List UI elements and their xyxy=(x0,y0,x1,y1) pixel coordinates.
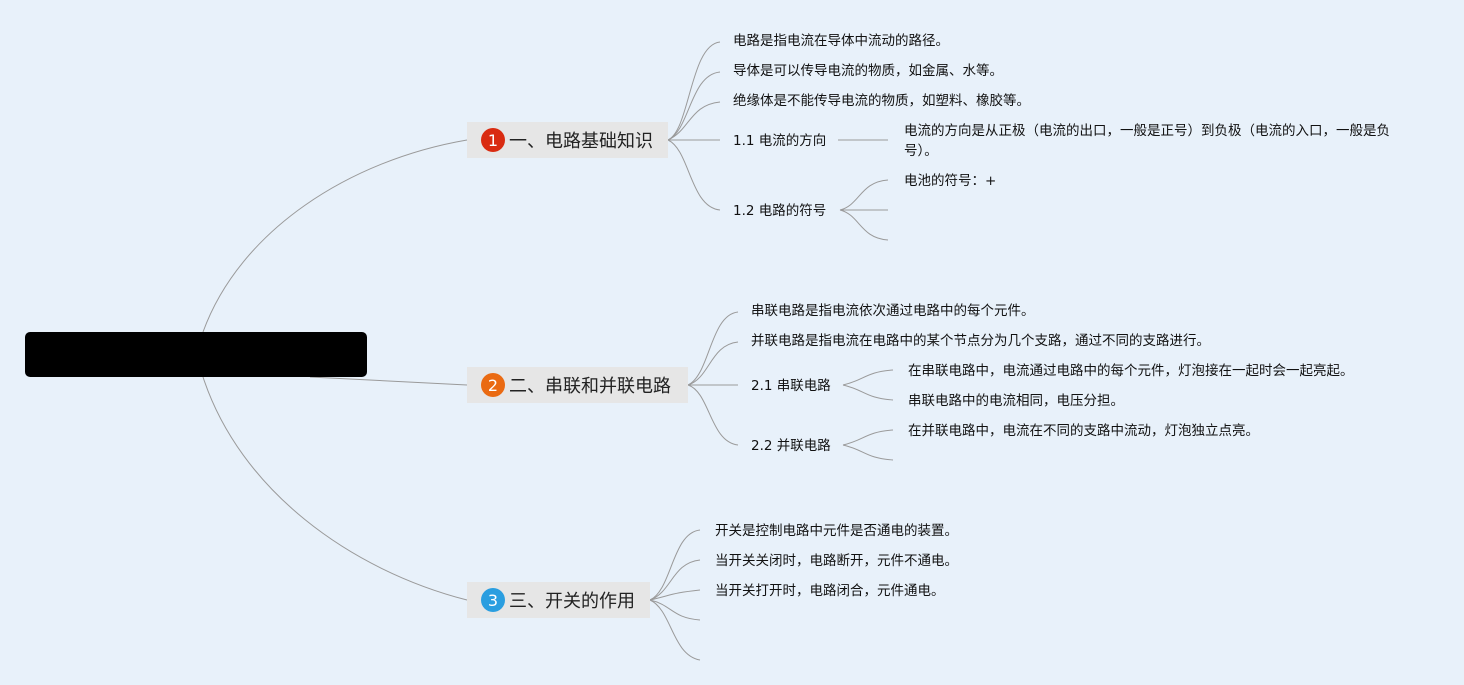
connector-b3-leaf3 xyxy=(649,589,701,601)
main-topic-3[interactable]: 3 三、开关的作用 xyxy=(467,582,650,618)
detail-topic[interactable]: 在并联电路中，电流在不同的支路中流动，灯泡独立点亮。 xyxy=(908,423,1259,439)
leaf-topic[interactable]: 绝缘体是不能传导电流的物质，如塑料、橡胶等。 xyxy=(733,93,1030,109)
connector-b1-sub2 xyxy=(667,139,721,211)
connector-b2-leaf1 xyxy=(687,311,739,386)
detail-topic[interactable]: 电池的符号：+ xyxy=(904,173,997,189)
main-topic-label: 二、串联和并联电路 xyxy=(509,376,671,397)
connector-b2-sub2-d1 xyxy=(842,429,894,446)
leaf-topic[interactable]: 并联电路是指电流在电路中的某个节点分为几个支路，通过不同的支路进行。 xyxy=(751,333,1210,349)
connector-b3-leaf4 xyxy=(649,599,701,621)
main-topic-label: 三、开关的作用 xyxy=(509,591,635,612)
connector-b1-sub2-d3 xyxy=(839,209,889,241)
detail-topic[interactable]: 电流的方向是从正极（电流的出口，一般是正号）到负极（电流的入口，一般是负号）。 xyxy=(904,123,1390,159)
leaf-topic[interactable]: 导体是可以传导电流的物质，如金属、水等。 xyxy=(733,63,1003,79)
connector-b2-sub1-d1 xyxy=(842,369,894,386)
badge-2: 2 xyxy=(481,373,505,397)
leaf-topic[interactable]: 当开关打开时，电路闭合，元件通电。 xyxy=(715,583,945,599)
leaf-topic[interactable]: 串联电路是指电流依次通过电路中的每个元件。 xyxy=(751,303,1035,319)
connector-b1-leaf1 xyxy=(667,41,721,141)
connector-root-branch3 xyxy=(202,376,468,601)
main-topic-label: 一、电路基础知识 xyxy=(509,131,653,152)
connector-b2-leaf2 xyxy=(687,341,739,386)
subtopic-2-1[interactable]: 2.1 串联电路 xyxy=(751,378,831,394)
subtopic-1-2[interactable]: 1.2 电路的符号 xyxy=(733,203,827,219)
connector-b1-sub2-d1 xyxy=(839,179,889,211)
connector-root-branch2 xyxy=(309,376,468,386)
main-topic-1[interactable]: 1 一、电路基础知识 xyxy=(467,122,668,158)
connector-b2-sub2 xyxy=(687,384,739,446)
connector-root-branch1 xyxy=(202,139,468,333)
connector-b1-leaf2 xyxy=(667,71,721,141)
leaf-topic[interactable]: 开关是控制电路中元件是否通电的装置。 xyxy=(715,523,958,539)
connector-b2-sub1-d2 xyxy=(842,384,894,401)
connector-b3-leaf1 xyxy=(649,529,701,601)
connector-b3-leaf2 xyxy=(649,559,701,601)
badge-1: 1 xyxy=(481,128,505,152)
subtopic-2-2[interactable]: 2.2 并联电路 xyxy=(751,438,831,454)
badge-3: 3 xyxy=(481,588,505,612)
detail-topic[interactable]: 在串联电路中，电流通过电路中的每个元件，灯泡接在一起时会一起亮起。 xyxy=(908,363,1354,379)
subtopic-1-1[interactable]: 1.1 电流的方向 xyxy=(733,133,827,149)
main-topic-2[interactable]: 2 二、串联和并联电路 xyxy=(467,367,688,403)
leaf-topic[interactable]: 当开关关闭时，电路断开，元件不通电。 xyxy=(715,553,958,569)
connector-b2-sub2-d2 xyxy=(842,444,894,461)
connector-b3-leaf5 xyxy=(649,599,701,661)
leaf-topic[interactable]: 电路是指电流在导体中流动的路径。 xyxy=(733,33,949,49)
detail-topic[interactable]: 串联电路中的电流相同，电压分担。 xyxy=(908,393,1124,409)
root-topic[interactable] xyxy=(25,332,367,377)
connector-b1-leaf3 xyxy=(667,101,721,141)
